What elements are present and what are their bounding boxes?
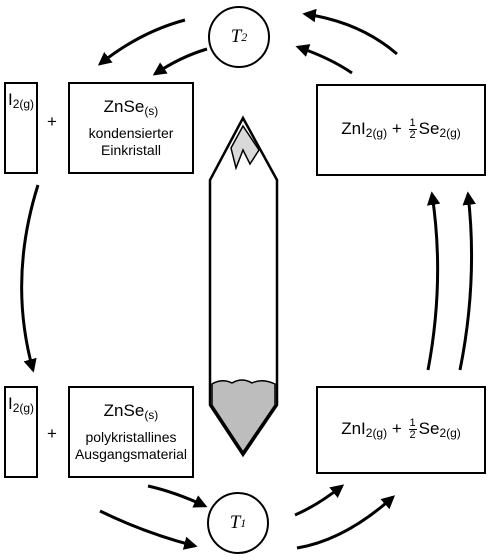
temperature-t1-symbol: T	[229, 512, 241, 533]
ampoule-source-material	[211, 379, 276, 454]
arrow-bottom-right-outer	[296, 495, 396, 550]
znse-top-formula: ZnSe(s)	[103, 97, 159, 118]
plus-top-left: +	[47, 112, 57, 131]
arrow-left-down	[20, 184, 40, 373]
ampoule	[208, 115, 279, 458]
arrow-top-left-outer	[97, 18, 186, 66]
box-iodine-top: I2(g)	[4, 82, 38, 174]
arrow-top-right-inner	[295, 44, 353, 75]
arrow-bottom-left-inner	[99, 509, 198, 550]
arrow-top-left-inner	[152, 47, 208, 76]
ampoule-tip-crystal	[230, 124, 260, 171]
box-iodine-bottom: I2(g)	[4, 386, 38, 478]
arrow-bottom-right-inner	[294, 484, 345, 517]
temperature-t2-symbol: T	[230, 26, 242, 47]
temperature-t1-index: 1	[240, 515, 247, 530]
plus-bottom-left: +	[47, 424, 57, 443]
arrow-top-right-outer	[302, 8, 398, 56]
arrow-bottom-left-outer	[147, 484, 208, 508]
temperature-t2-index: 2	[241, 29, 248, 44]
iodine-bottom-formula: I2(g)	[7, 394, 35, 415]
arrow-right-up-outer	[458, 191, 476, 371]
iodine-top-formula: I2(g)	[7, 90, 35, 111]
znse-bottom-formula: ZnSe(s)	[103, 401, 159, 422]
arrow-right-up-inner	[426, 191, 441, 371]
